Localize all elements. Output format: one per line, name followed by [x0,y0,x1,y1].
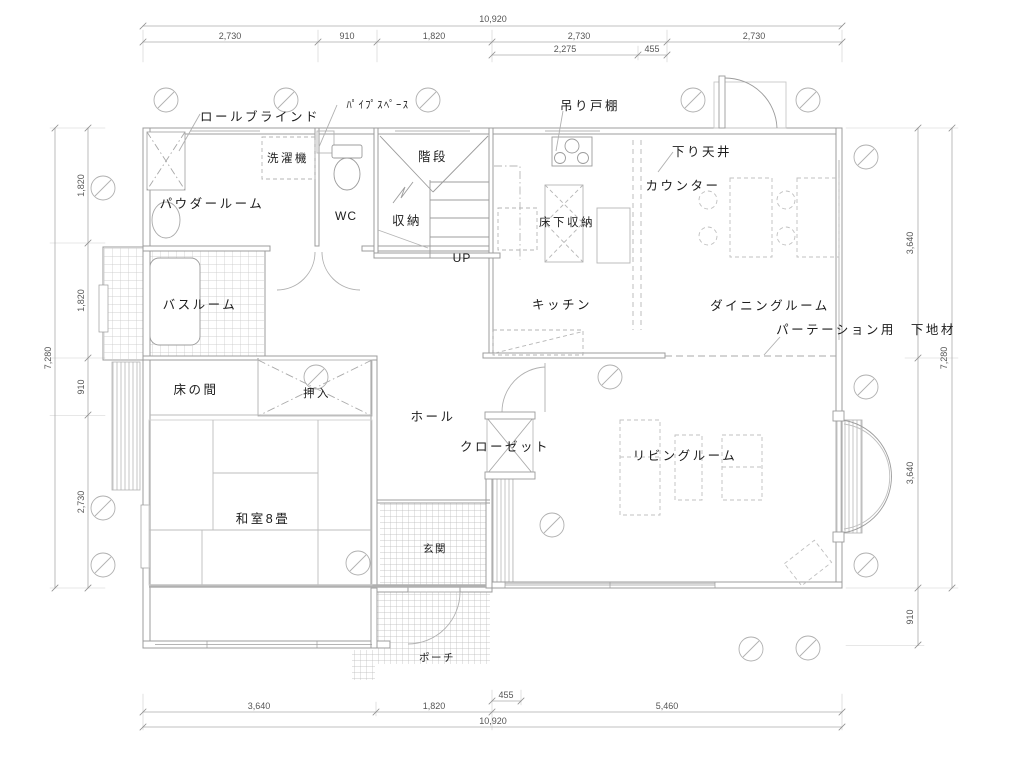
label-hanging-cupboard: 吊り戸棚 [560,98,620,113]
label-kitchen: キッチン [532,298,592,312]
post-symbol-icon [90,87,879,662]
label-living-room: リビングルーム [633,449,738,463]
stove-icon [551,136,593,167]
label-roll-blind: ロールブラインド [200,109,320,124]
leader-lines [178,104,781,356]
kitchen-counter-wall [482,352,666,359]
bath-tokonoma-wall [142,355,378,361]
dim-left-3: 910 [76,379,86,394]
dim-bottom-3: 5,460 [656,701,679,711]
dim-bottom-2: 1,820 [423,701,446,711]
label-bathroom: バスルーム [163,298,238,312]
label-porch: ポーチ [419,652,455,664]
dim-top-5: 2,730 [743,31,766,41]
refrigerator-outline [497,207,538,251]
dim-top-sub-2: 455 [644,44,659,54]
dim-left-4: 2,730 [76,491,86,514]
label-stairs: 階段 [418,149,448,164]
west-bay-board-floor [111,361,141,491]
closet-icon [484,411,536,480]
label-hall: ホール [410,410,455,424]
dim-top-2: 910 [339,31,354,41]
vanity-icon [146,131,186,239]
label-lowered-ceiling: 下り天井 [672,145,732,159]
label-up: UP [453,251,472,265]
kitchen-cabinet [596,207,631,264]
label-wc: WC [335,209,357,223]
bow-window-icon [832,410,892,543]
toilet-icon [331,144,363,191]
label-tokonoma: 床の間 [173,383,218,397]
dim-bottom-sub: 455 [498,690,513,700]
dim-right-3: 910 [905,609,915,624]
genkan-tile-floor [380,503,489,587]
dining-set-icon [698,177,840,258]
label-counter: カウンター [645,179,720,193]
dim-top-4: 2,730 [568,31,591,41]
bathtub-icon [149,257,201,346]
label-closet: クローゼット [460,440,550,454]
label-underfloor-storage: 床下収納 [539,215,595,229]
shoe-cabinet-band [492,477,514,586]
label-laundry-machine: 洗濯機 [267,151,309,165]
dimension-annotations: 10,920 2,730 910 1,820 2,730 2,730 2,275… [43,14,959,731]
label-genkan: 玄関 [423,542,447,555]
hall-living-wall [485,476,493,589]
genkan-step-edge [377,499,490,504]
post-symbols [90,87,879,662]
back-door-icon [713,75,787,129]
dim-left-1: 1,820 [76,174,86,197]
dim-bottom-1: 3,640 [248,701,271,711]
porch-tile-floor [375,592,490,664]
washing-machine-icon [261,136,316,180]
dim-left-total: 7,280 [43,347,53,370]
counter-icon [492,329,584,356]
wc-west-wall [314,127,320,247]
oshiire-icon [257,359,373,417]
dim-top-1: 2,730 [219,31,242,41]
stairs-icon [377,135,489,258]
tatami-lines [148,419,373,586]
powder-south-wall [142,245,271,252]
dim-right-2: 3,640 [905,462,915,485]
label-powder-room: パウダールーム [160,196,265,211]
dim-right-total: 7,280 [939,347,949,370]
windows [98,130,840,648]
fixtures [146,75,892,645]
dim-top-total: 10,920 [479,14,507,24]
stairs-south-wall [373,252,501,259]
lowered-ceiling-boundary [632,140,642,330]
living-furniture-icon [619,419,833,587]
label-dining-room: ダイニングルーム [710,298,830,313]
dim-top-sub-1: 2,275 [554,44,577,54]
room-labels: ロールブラインド ﾊﾟｲﾌﾟｽﾍﾟｰｽ 吊り戸棚 洗濯機 階段 下り天井 カウン… [160,98,956,664]
label-washitsu: 和室8畳 [236,511,290,526]
underfloor-storage-icon [544,184,584,263]
dim-left-2: 1,820 [76,289,86,312]
wc-south-wall [361,245,493,252]
label-oshiire: 押入 [303,386,331,400]
kitchen-west-wall [488,127,494,359]
porch-west-wall [370,587,378,649]
door-arcs [276,251,546,645]
label-storage: 収納 [392,214,422,228]
label-partition-base: パーテーション用 下地材 [776,323,956,337]
hanging-cupboard-outline [494,165,521,260]
label-pipe-space: ﾊﾟｲﾌﾟｽﾍﾟｰｽ [347,99,410,111]
dim-bottom-total: 10,920 [479,716,507,726]
stairs-west-wall [373,127,379,259]
dim-right-1: 3,640 [905,232,915,255]
porch-step-tile [352,650,375,680]
dim-top-3: 1,820 [423,31,446,41]
